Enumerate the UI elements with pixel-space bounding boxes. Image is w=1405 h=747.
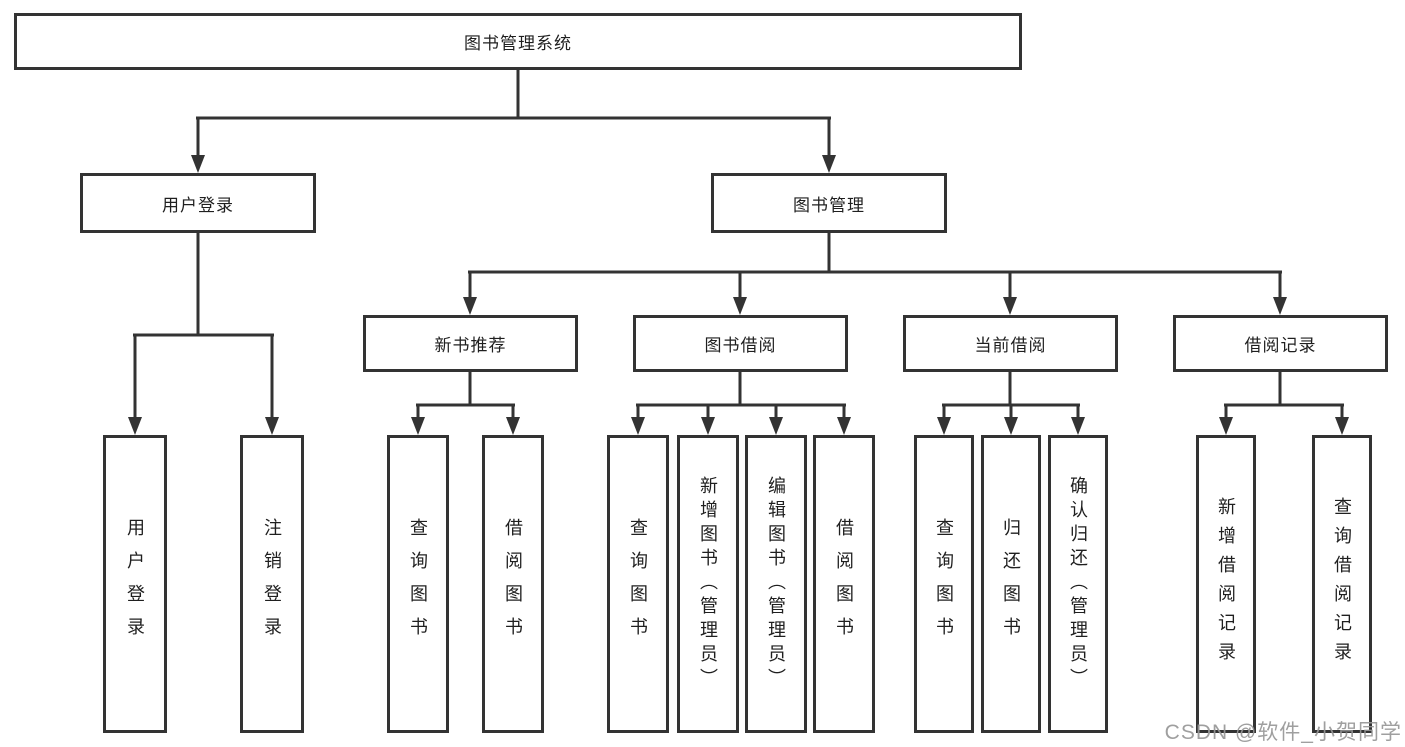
- leaf-borrow-query-books-label: 查询图书: [628, 518, 648, 650]
- leaf-borrow-add-books-admin-label: 新增图书（管理员）: [698, 476, 718, 692]
- node-borrow-records-label: 借阅记录: [1244, 336, 1317, 355]
- leaf-borrow-edit-books-admin-label: 编辑图书（管理员）: [766, 476, 786, 692]
- leaf-user-logout-label: 注销登录: [262, 518, 282, 650]
- leaf-recommend-borrow-books: 借阅图书: [482, 435, 544, 733]
- leaf-user-login-label: 用户登录: [125, 518, 145, 650]
- leaf-user-logout: 注销登录: [240, 435, 304, 733]
- leaf-records-add-record: 新增借阅记录: [1196, 435, 1256, 733]
- leaf-records-add-record-label: 新增借阅记录: [1216, 497, 1236, 671]
- leaf-records-query-record-label: 查询借阅记录: [1332, 497, 1352, 671]
- leaf-current-confirm-return-admin: 确认归还（管理员）: [1048, 435, 1108, 733]
- leaf-current-query-books-label: 查询图书: [934, 518, 954, 650]
- node-book-borrow-label: 图书借阅: [704, 336, 777, 355]
- leaf-current-return-books: 归还图书: [981, 435, 1041, 733]
- node-root: 图书管理系统: [14, 13, 1022, 70]
- leaf-borrow-edit-books-admin: 编辑图书（管理员）: [745, 435, 807, 733]
- node-root-label: 图书管理系统: [464, 34, 572, 53]
- leaf-borrow-borrow-books-label: 借阅图书: [834, 518, 854, 650]
- node-current-borrow-label: 当前借阅: [974, 336, 1047, 355]
- leaf-current-query-books: 查询图书: [914, 435, 974, 733]
- node-user-login-label: 用户登录: [162, 195, 234, 215]
- leaf-recommend-query-books-label: 查询图书: [408, 518, 428, 650]
- node-current-borrow: 当前借阅: [903, 315, 1118, 372]
- node-book-management-label: 图书管理: [793, 195, 865, 215]
- node-new-book-recommend-label: 新书推荐: [434, 336, 507, 355]
- leaf-borrow-query-books: 查询图书: [607, 435, 669, 733]
- leaf-current-return-books-label: 归还图书: [1001, 518, 1021, 650]
- leaf-borrow-borrow-books: 借阅图书: [813, 435, 875, 733]
- leaf-current-confirm-return-admin-label: 确认归还（管理员）: [1068, 476, 1088, 692]
- leaf-borrow-add-books-admin: 新增图书（管理员）: [677, 435, 739, 733]
- leaf-recommend-borrow-books-label: 借阅图书: [503, 518, 523, 650]
- node-book-borrow: 图书借阅: [633, 315, 848, 372]
- node-new-book-recommend: 新书推荐: [363, 315, 578, 372]
- node-user-login: 用户登录: [80, 173, 316, 233]
- leaf-recommend-query-books: 查询图书: [387, 435, 449, 733]
- node-borrow-records: 借阅记录: [1173, 315, 1388, 372]
- node-book-management: 图书管理: [711, 173, 947, 233]
- leaf-user-login: 用户登录: [103, 435, 167, 733]
- watermark: CSDN @软件_小贺同学: [1164, 721, 1402, 744]
- leaf-records-query-record: 查询借阅记录: [1312, 435, 1372, 733]
